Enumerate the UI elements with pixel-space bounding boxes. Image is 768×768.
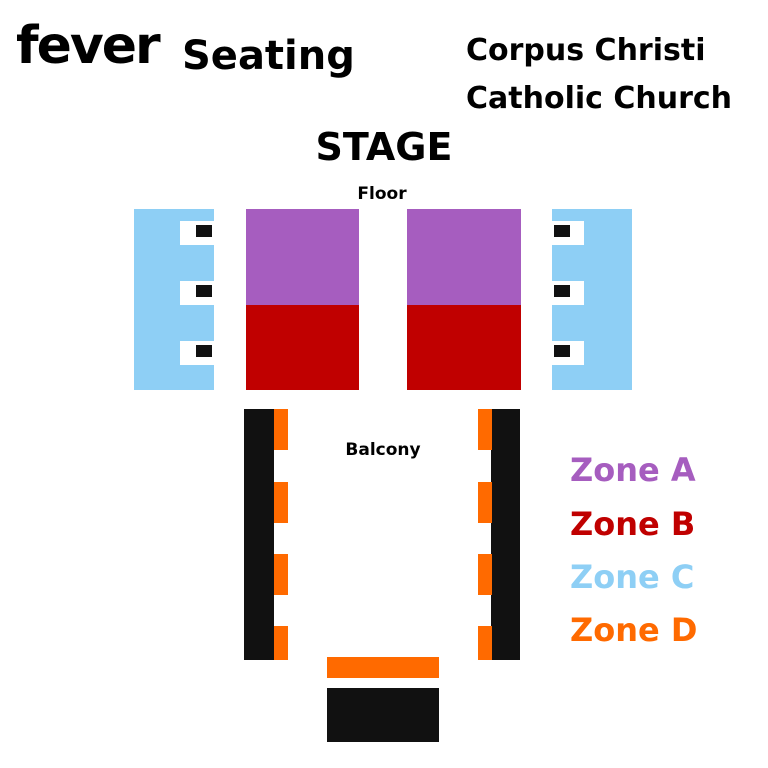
- zone-d-balcony-right-seat[interactable]: [478, 554, 492, 595]
- pillar: [196, 345, 212, 357]
- balcony-right-wall: [491, 409, 520, 660]
- venue-name-line2: Catholic Church: [466, 81, 733, 116]
- legend-zone-b: Zone B: [570, 505, 696, 543]
- balcony-rear-wall: [327, 688, 439, 742]
- pillar: [196, 285, 212, 297]
- zone-c-left-section[interactable]: [134, 209, 214, 390]
- pillar: [196, 225, 212, 237]
- pillar: [554, 225, 570, 237]
- venue-name-line1: Corpus Christi: [466, 33, 706, 68]
- zone-d-balcony-left-seat[interactable]: [274, 482, 288, 523]
- zone-d-balcony-right-seat[interactable]: [478, 482, 492, 523]
- legend-zone-c: Zone C: [570, 558, 695, 596]
- zone-b-right-section[interactable]: [407, 305, 521, 390]
- zone-d-balcony-left-seat[interactable]: [274, 626, 288, 660]
- legend-zone-a: Zone A: [570, 451, 696, 489]
- floor-label: Floor: [357, 184, 407, 204]
- fever-logo: fever: [16, 16, 161, 76]
- page-subtitle: Seating: [182, 33, 355, 79]
- zone-a-right-section[interactable]: [407, 209, 521, 305]
- zone-d-balcony-rear-row[interactable]: [327, 657, 439, 678]
- zone-c-right-section[interactable]: [552, 209, 632, 390]
- balcony-label: Balcony: [345, 440, 421, 460]
- zone-b-left-section[interactable]: [246, 305, 359, 390]
- pillar: [554, 285, 570, 297]
- balcony-left-wall: [244, 409, 274, 660]
- stage-label: STAGE: [315, 125, 453, 169]
- zone-d-balcony-left-seat[interactable]: [274, 409, 288, 450]
- pillar: [554, 345, 570, 357]
- zone-d-balcony-left-seat[interactable]: [274, 554, 288, 595]
- legend-zone-d: Zone D: [570, 611, 698, 649]
- zone-d-balcony-right-seat[interactable]: [478, 409, 492, 450]
- zone-d-balcony-right-seat[interactable]: [478, 626, 492, 660]
- zone-a-left-section[interactable]: [246, 209, 359, 305]
